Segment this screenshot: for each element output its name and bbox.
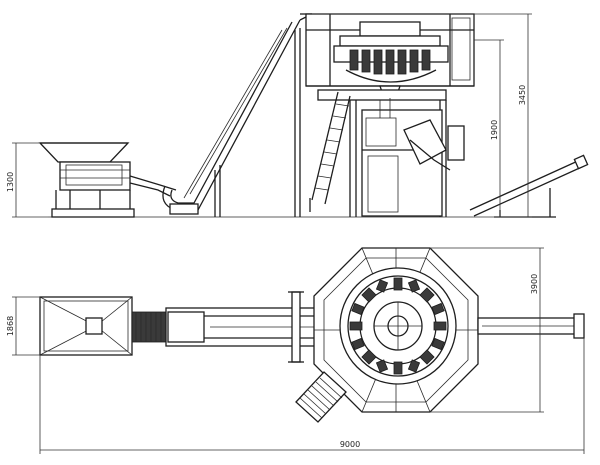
feed-hopper bbox=[38, 142, 177, 218]
discharge-conveyor bbox=[469, 154, 589, 218]
dim-platform-height: 1900 bbox=[474, 39, 504, 217]
weigh-hopper-ring bbox=[349, 277, 447, 375]
plan-view: 1868 3900 9000 bbox=[6, 247, 585, 454]
dim-plan-width-label: 3900 bbox=[530, 274, 539, 294]
elevation-view: 1300 1900 3450 bbox=[6, 13, 589, 218]
hopper-plan bbox=[39, 296, 133, 356]
dim-hopper-width-label: 1868 bbox=[6, 316, 15, 336]
dim-hopper-width: 1868 bbox=[6, 296, 40, 356]
dim-hopper-height-label: 1300 bbox=[6, 172, 15, 192]
weigher-plan bbox=[339, 267, 457, 385]
weigh-buckets bbox=[349, 49, 431, 75]
dim-total-height-label: 3450 bbox=[518, 85, 527, 105]
dim-total-length-label: 9000 bbox=[340, 440, 360, 449]
dim-plan-width: 3900 bbox=[430, 247, 544, 413]
dim-total-length: 9000 bbox=[39, 338, 585, 454]
weigher-head bbox=[305, 13, 475, 99]
discharge-plan bbox=[477, 313, 585, 339]
dim-hopper-height: 1300 bbox=[6, 142, 48, 218]
inclined-elevator bbox=[162, 13, 313, 217]
chute-plan bbox=[131, 311, 167, 343]
packaging-machine bbox=[361, 98, 465, 217]
stairs-plan bbox=[295, 371, 347, 423]
dim-platform-height-label: 1900 bbox=[490, 120, 499, 140]
stairs bbox=[309, 91, 351, 212]
dim-total-height: 3450 bbox=[312, 13, 532, 218]
